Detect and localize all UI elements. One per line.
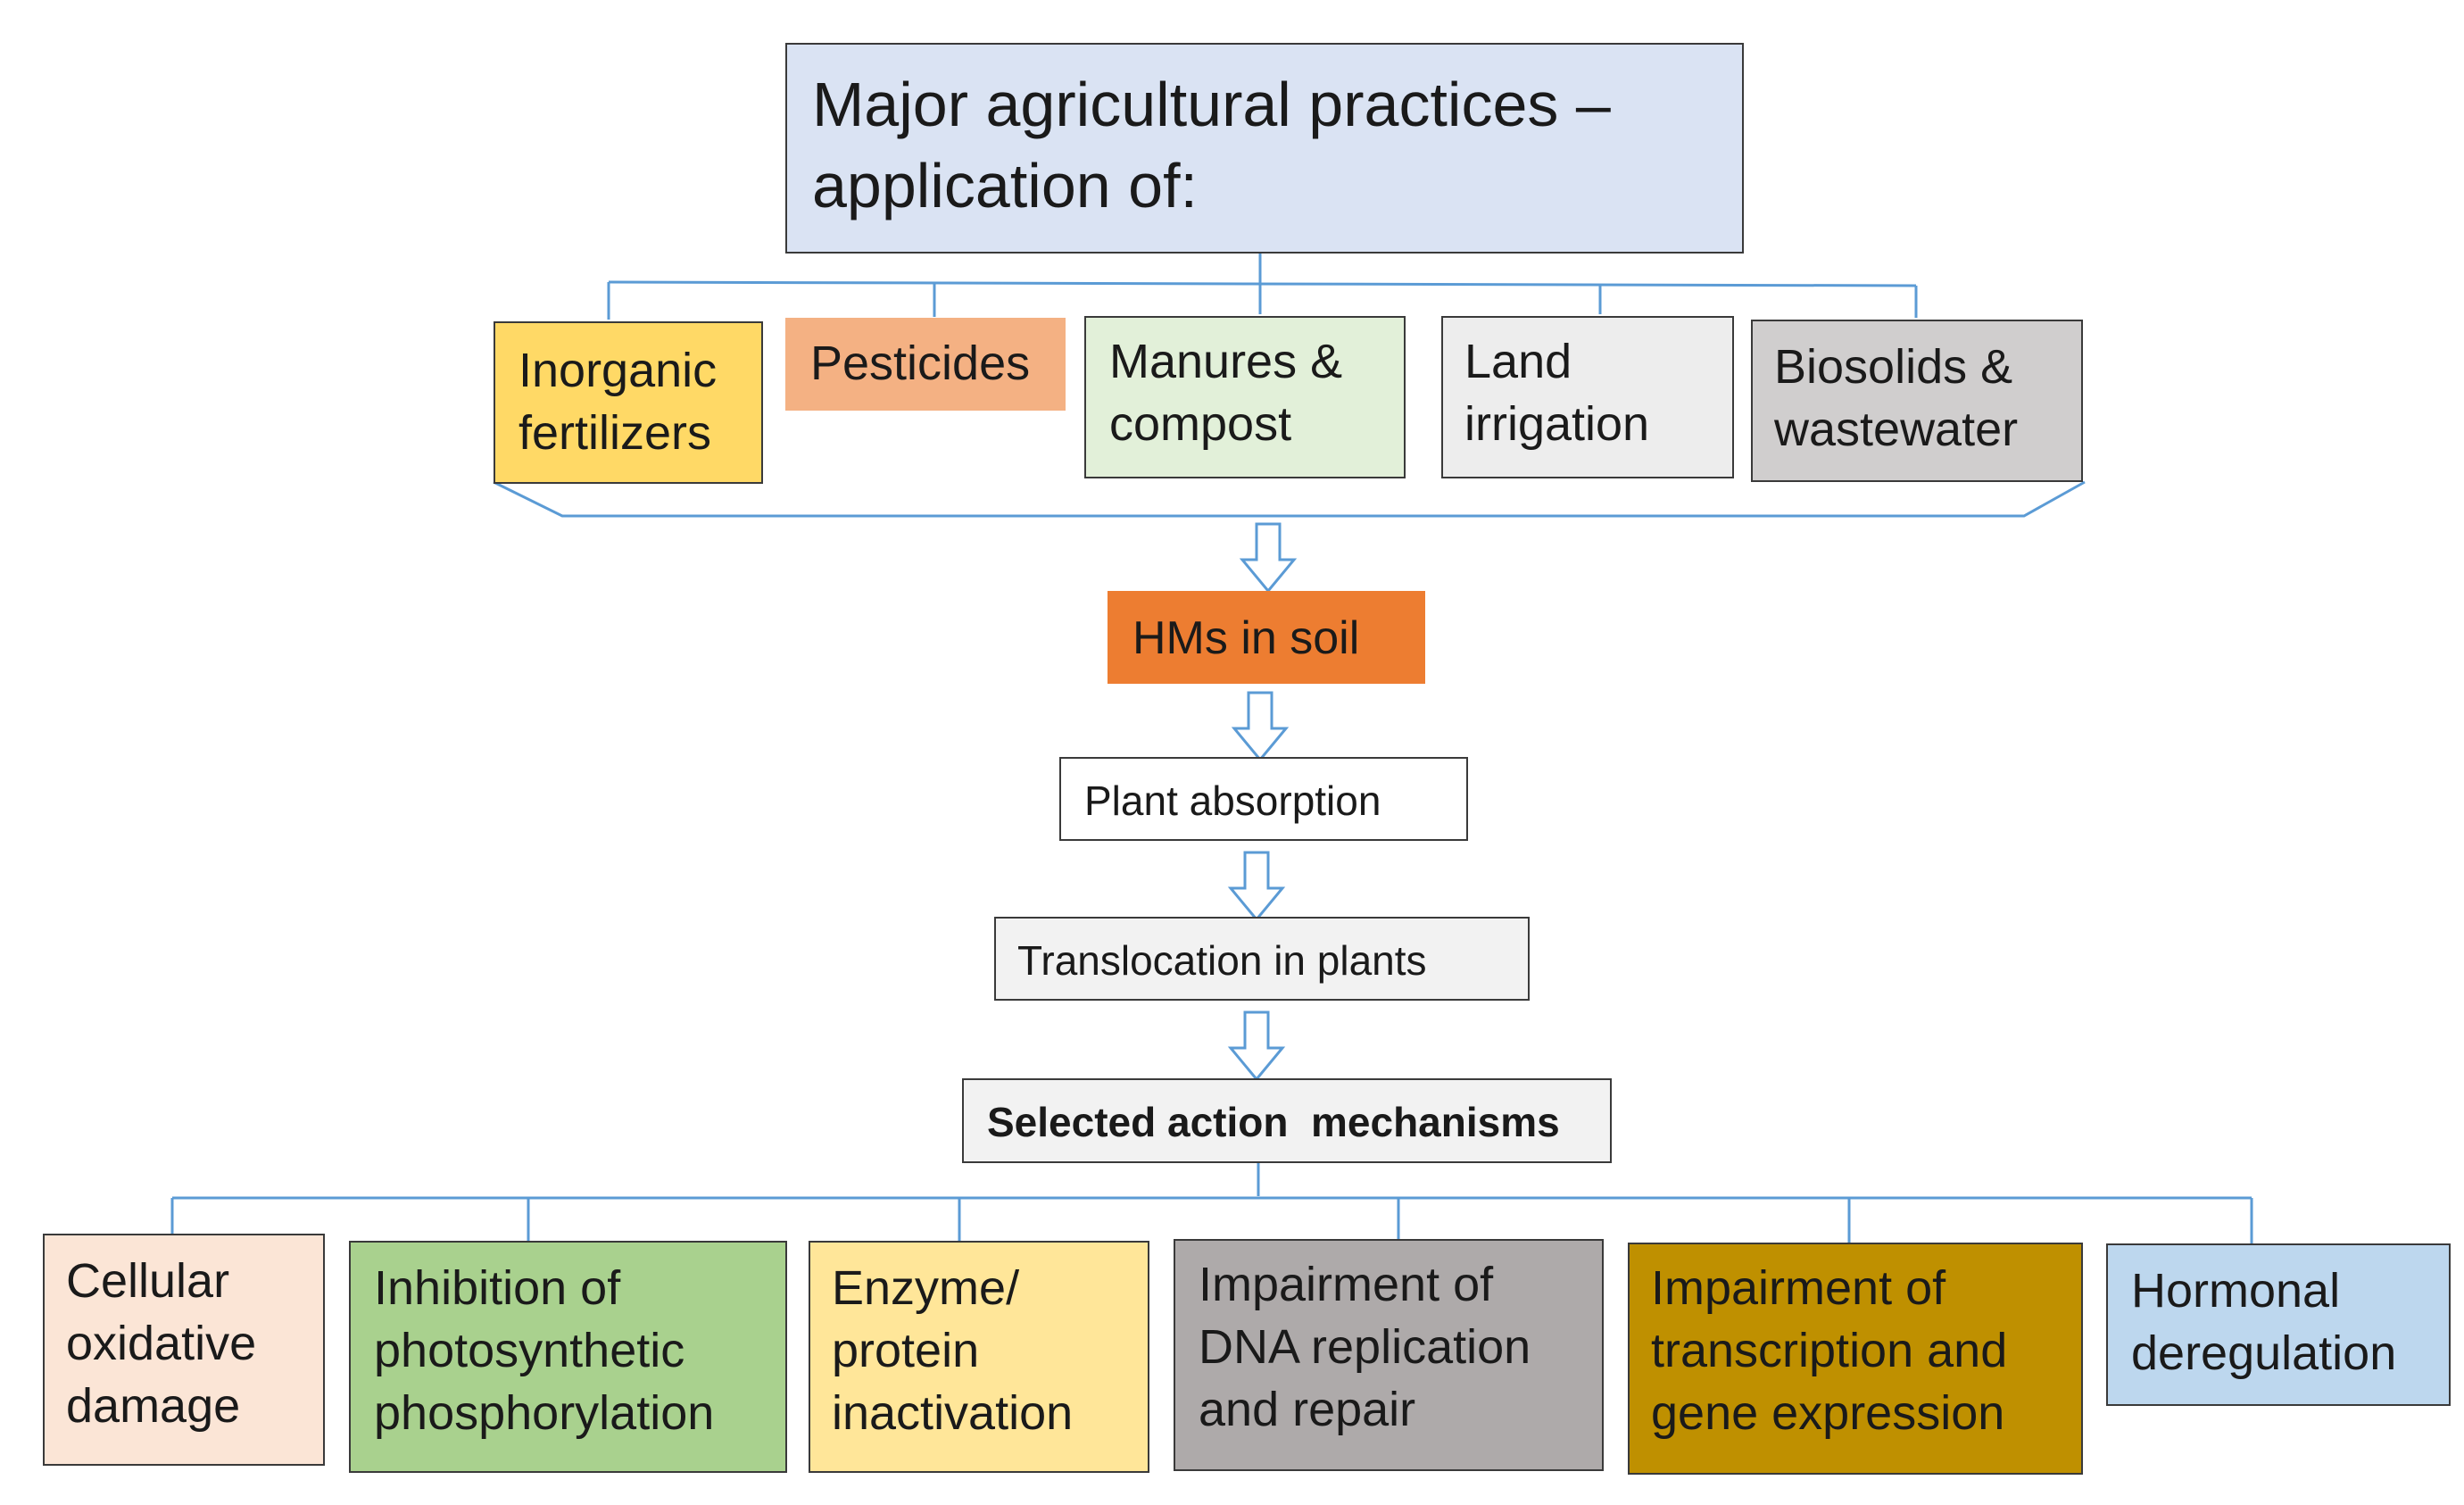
down-arrow-icon: [1227, 851, 1286, 922]
practices-brace: [493, 480, 2086, 518]
action-mechanisms-box: Selected action mechanisms: [962, 1078, 1612, 1163]
down-arrow-icon: [1239, 522, 1298, 594]
translocation-box: Translocation in plants: [994, 917, 1530, 1001]
practice-pesticides: Pesticides: [785, 318, 1066, 411]
practice-manures-compost: Manures & compost: [1084, 316, 1406, 478]
effect-hormonal-deregulation: Hormonal deregulation: [2106, 1243, 2451, 1406]
practice-land-irrigation: Land irrigation: [1441, 316, 1734, 478]
down-arrow-icon: [1227, 1010, 1286, 1082]
hms-in-soil-box: HMs in soil: [1108, 591, 1425, 684]
plant-absorption-box: Plant absorption: [1059, 757, 1468, 841]
effect-transcription-impairment: Impairment of transcription and gene exp…: [1628, 1243, 2083, 1475]
practices-connector-bar: [608, 280, 1917, 287]
practice-biosolids-wastewater: Biosolids & wastewater: [1751, 320, 2083, 482]
effect-oxidative-damage: Cellular oxidative damage: [43, 1234, 325, 1466]
title-box: Major agricultural practices – applicati…: [785, 43, 1744, 254]
title-text: Major agricultural practices – applicati…: [812, 70, 1611, 220]
effect-dna-impairment: Impairment of DNA replication and repair: [1174, 1239, 1604, 1471]
down-arrow-icon: [1231, 691, 1290, 762]
effect-photosynthetic-inhibition: Inhibition of photosynthetic phosphoryla…: [349, 1241, 787, 1473]
practice-inorganic-fertilizers: Inorganic fertilizers: [494, 321, 763, 484]
effect-enzyme-inactivation: Enzyme/ protein inactivation: [809, 1241, 1149, 1473]
